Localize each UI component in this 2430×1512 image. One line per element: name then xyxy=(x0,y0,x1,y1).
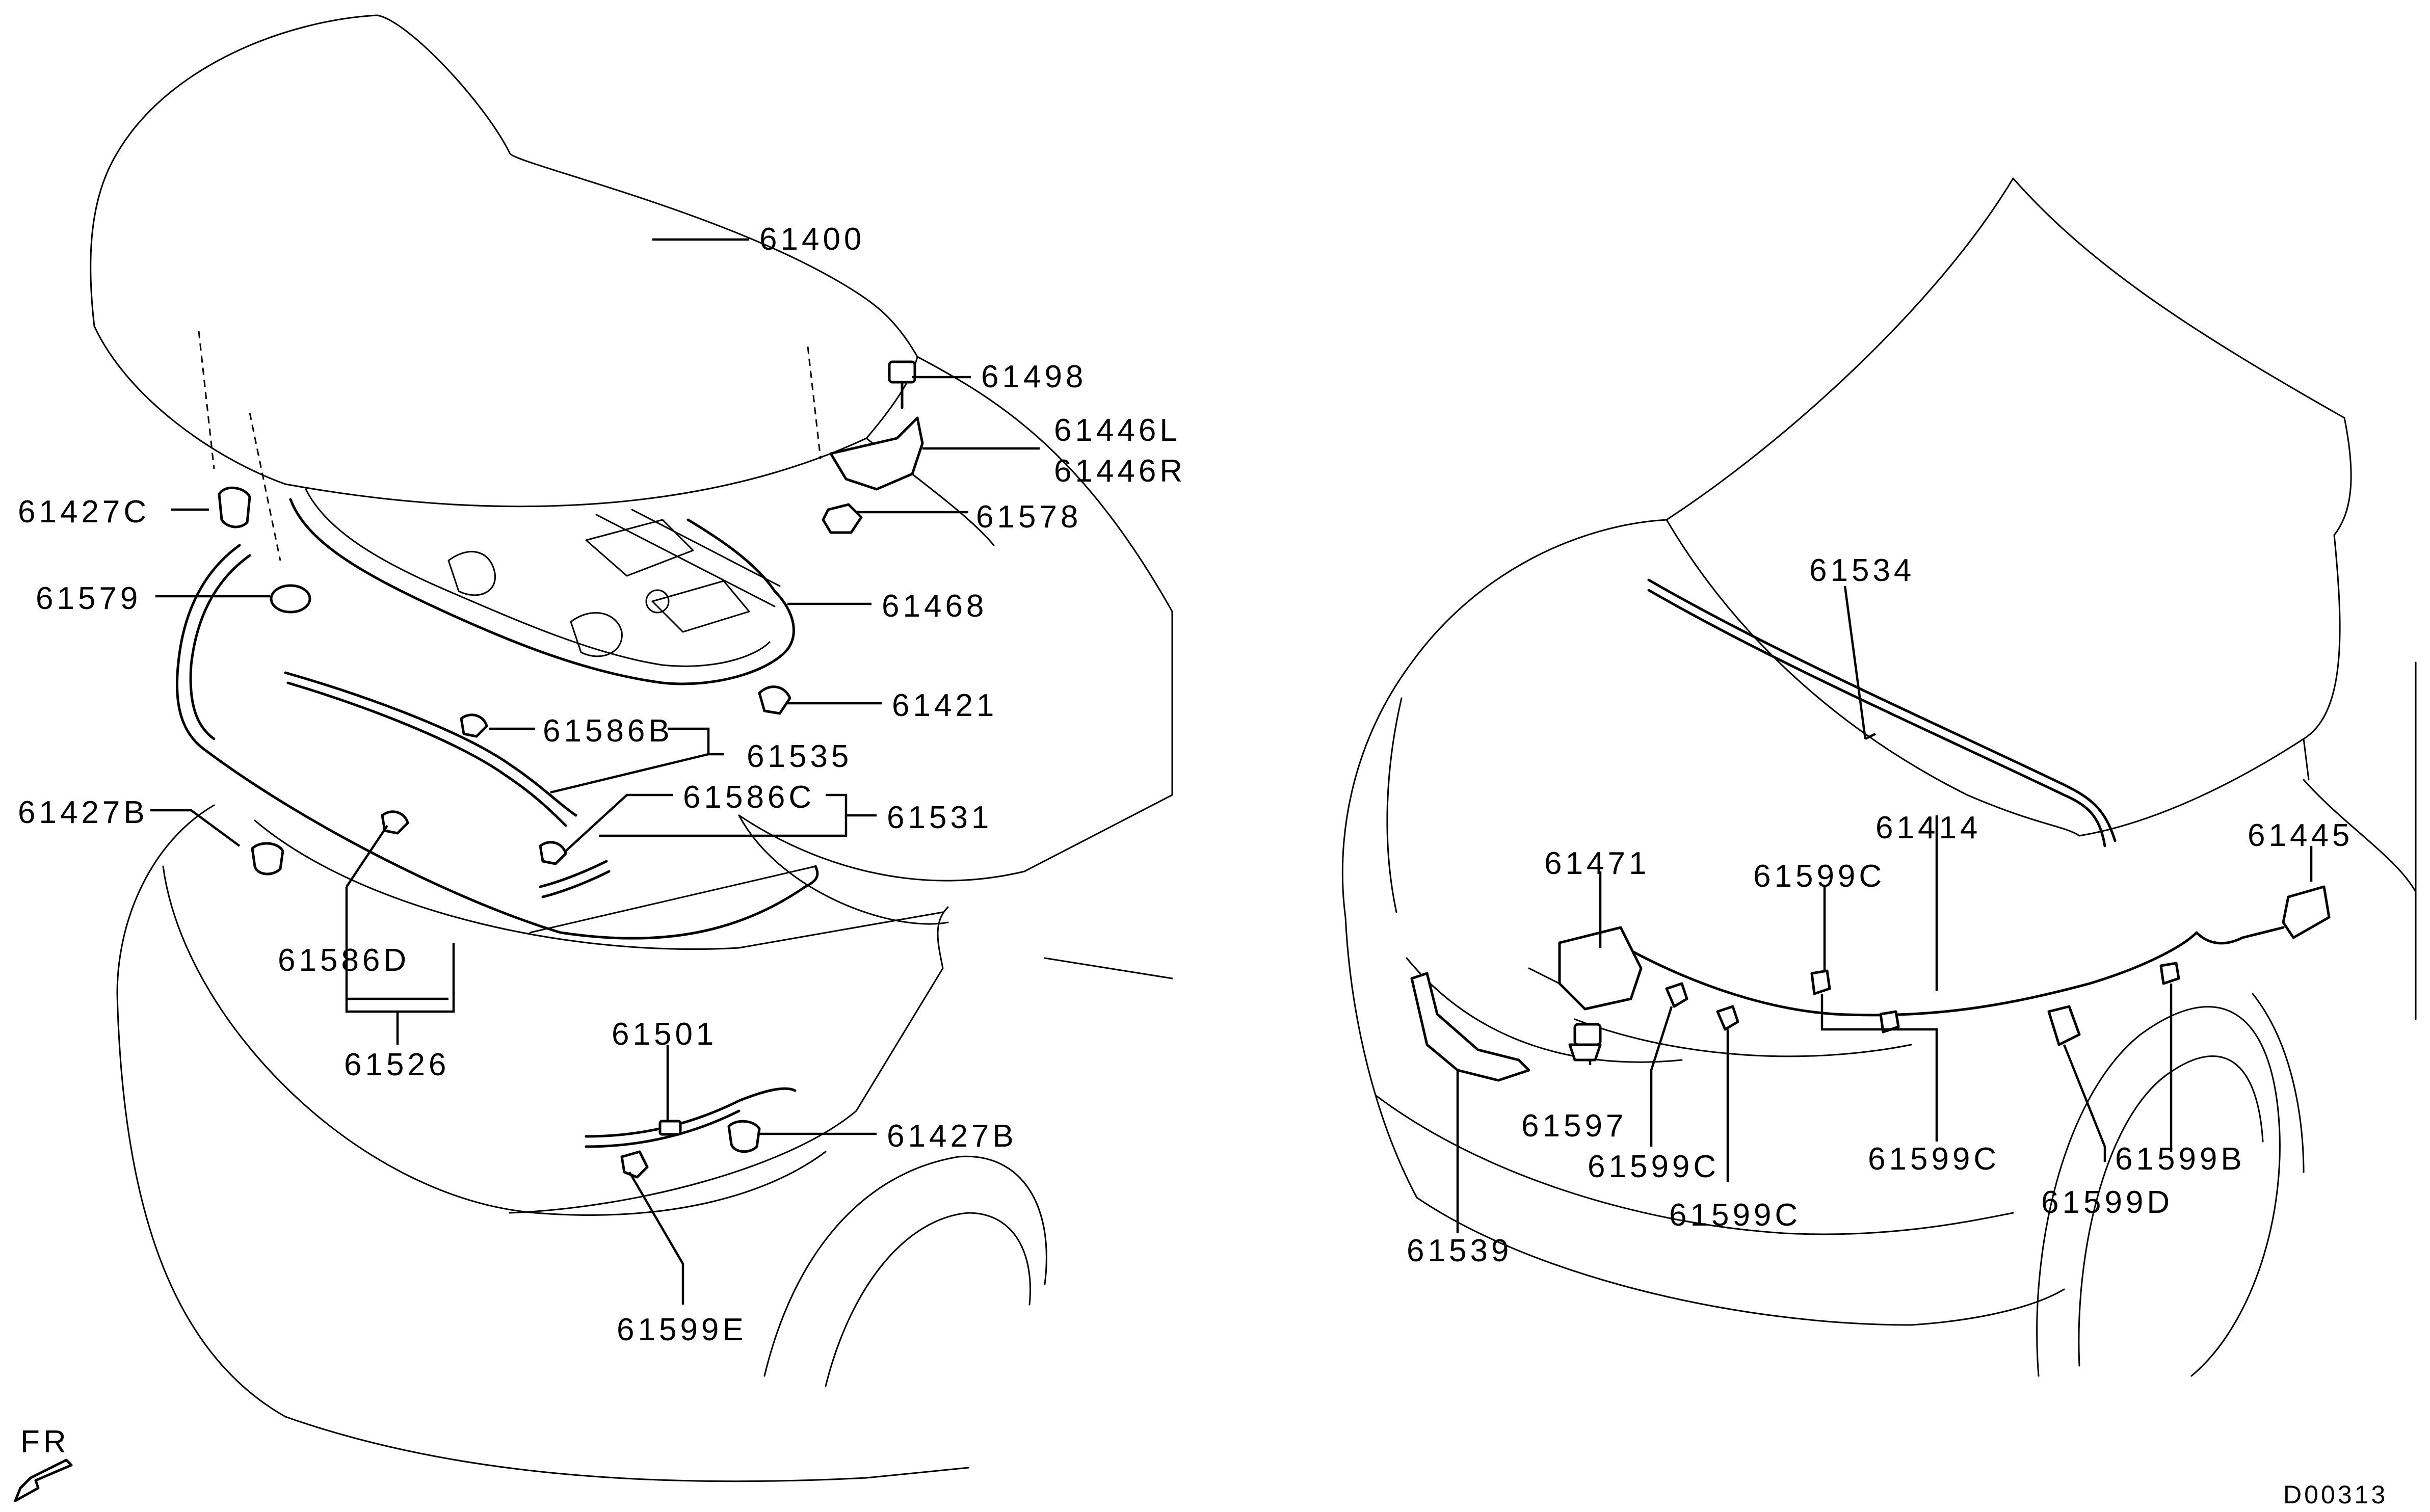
label-61427C: 61427C xyxy=(18,494,150,529)
label-61599E: 61599E xyxy=(617,1312,747,1347)
label-61427B-bottom: 61427B xyxy=(887,1119,1017,1154)
label-61599C-b: 61599C xyxy=(1669,1198,1801,1233)
right-body-outline xyxy=(1341,177,2417,1377)
label-61579: 61579 xyxy=(36,581,141,616)
label-61445: 61445 xyxy=(2248,818,2353,853)
label-61498: 61498 xyxy=(981,359,1087,394)
label-61599C-c: 61599C xyxy=(1868,1142,2000,1177)
label-61531: 61531 xyxy=(887,800,992,835)
drawing-code: D00313 xyxy=(2283,1480,2388,1509)
label-61586D: 61586D xyxy=(278,943,410,978)
label-61599D: 61599D xyxy=(2041,1185,2173,1220)
label-61427B-top: 61427B xyxy=(18,795,148,830)
direction-marker-fr: FR xyxy=(20,1424,70,1460)
label-61534: 61534 xyxy=(1809,553,1915,588)
label-61400: 61400 xyxy=(759,222,865,257)
leader-lines xyxy=(14,238,2313,1502)
label-61414: 61414 xyxy=(1876,810,1981,845)
label-61586C: 61586C xyxy=(683,780,815,815)
label-61526: 61526 xyxy=(344,1047,450,1082)
label-61468: 61468 xyxy=(882,589,987,624)
label-61599C-top: 61599C xyxy=(1753,859,1885,894)
label-61446R: 61446R xyxy=(1054,454,1186,489)
right-parts xyxy=(1410,578,2331,1082)
label-61586B: 61586B xyxy=(543,713,673,749)
label-61421: 61421 xyxy=(892,688,997,723)
part-labels: 61400 61498 61446L 61446R 61578 61427C 6… xyxy=(18,222,2388,1509)
label-61599B: 61599B xyxy=(2115,1142,2246,1177)
left-hardware xyxy=(218,360,924,1179)
label-61539: 61539 xyxy=(1407,1233,1512,1268)
label-61599C-a: 61599C xyxy=(1588,1149,1720,1184)
label-61578: 61578 xyxy=(976,499,1081,535)
label-61446L: 61446L xyxy=(1054,413,1181,448)
label-61471: 61471 xyxy=(1544,846,1650,881)
left-hood-inner xyxy=(176,331,822,940)
label-61501: 61501 xyxy=(612,1017,717,1052)
label-61597: 61597 xyxy=(1521,1108,1627,1144)
label-61535: 61535 xyxy=(747,739,852,774)
